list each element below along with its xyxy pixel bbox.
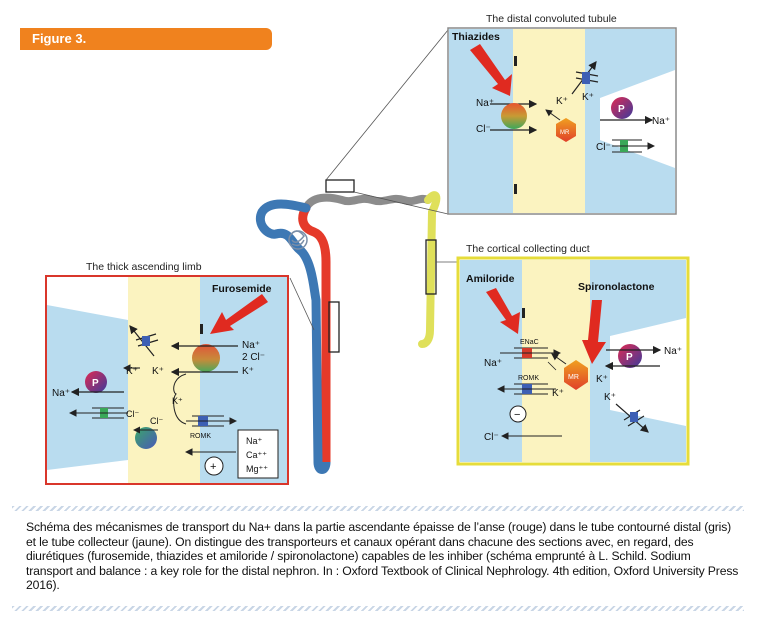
thick-2cl: 2 Cl⁻ [242,352,265,363]
thick-k: K⁺ [242,366,254,377]
divider-bottom [12,606,744,611]
thick-box-mg: Mg⁺⁺ [246,464,268,474]
collecting-drug2-label: Spironolactone [578,281,655,293]
distal-mr [556,118,576,142]
panel-distal: The distal convoluted tubule Thiazides N… [447,13,677,215]
thick-romk-channel [186,415,238,427]
distal-k1: K⁺ [556,96,568,107]
distal-mr-label: MR [560,130,570,136]
distal-pump [611,97,633,119]
panel-thick: The thick ascending limb Furosemide Na⁺ … [45,261,289,485]
distal-drug-arrow [470,44,512,96]
thick-nkcc2-transporter [192,344,220,372]
collecting-na-out: Na⁺ [664,346,682,357]
marker-thick [328,301,340,353]
thick-cl-out: Cl⁻ [126,409,139,419]
collecting-drug1-label: Amiloride [466,273,515,285]
collecting-drug2-arrow [582,300,606,364]
collecting-enac-label: ENaC [520,339,539,346]
distal-cl: Cl⁻ [476,124,491,135]
thick-na-out: Na⁺ [52,388,70,399]
thick-box-ca: Ca⁺⁺ [246,450,267,460]
glomerulus [288,230,308,250]
thick-k-romk: K⁺ [172,396,183,406]
thick-cl-lower: Cl⁻ [150,416,163,426]
thick-romk-label: ROMK [190,433,211,440]
collecting-romk-label: ROMK [518,375,539,382]
thick-box-na: Na⁺ [246,436,263,446]
distal-cl-channel [612,139,656,153]
distal-k2: K⁺ [582,92,594,103]
thick-k-channel [129,325,159,357]
collecting-title: The cortical collecting duct [466,243,590,255]
distal-na-out: Na⁺ [652,116,670,127]
collecting-drug1-arrow [486,288,520,334]
collecting-enac-channel [500,347,562,359]
thick-kcc-transporter [135,427,157,449]
distal-k-channel [571,61,599,95]
collecting-mr [564,360,588,390]
distal-tubule [302,193,432,212]
thick-plus: + [210,461,216,473]
collecting-pump-label: P [626,352,633,363]
thick-drug-arrow [210,294,268,334]
distal-cl-out: Cl⁻ [596,142,611,153]
collecting-na: Na⁺ [484,358,502,369]
distal-drug-label: Thiazides [452,31,500,43]
nephron-schematic [256,29,458,474]
marker-distal [325,179,355,193]
panel-collecting: The cortical collecting duct Amiloride S… [456,243,690,466]
thick-ascending-limb-red [298,203,331,467]
collecting-minus-circle [509,405,527,423]
distal-ncc-transporter [501,103,527,129]
collecting-k-low: K⁺ [604,392,616,403]
divider-top [12,506,744,511]
thick-title: The thick ascending limb [86,261,202,273]
thick-cl-channel [68,407,128,419]
loop-bottom [313,461,331,474]
descending-limb-blue [256,199,323,467]
figure-label: Figure 3. [32,31,87,46]
figure-caption: Schéma des mécanismes de transport du Na… [26,520,739,593]
collecting-k-mid: K⁺ [596,374,608,385]
collecting-duct [418,191,441,348]
thick-pump [85,371,107,393]
marker-collecting [425,239,437,295]
collecting-cl: Cl⁻ [484,432,499,443]
thick-pump-label: P [92,378,99,389]
collecting-k-channel [615,403,649,433]
collecting-minus: − [514,409,520,421]
collecting-romk-channel [496,383,556,395]
thick-k-mid: K⁺ [152,366,164,377]
thick-na: Na⁺ [242,340,260,351]
thick-cation-box [237,429,279,479]
nephron-diagram: The distal convoluted tubule Thiazides N… [45,13,690,485]
collecting-k: K⁺ [552,388,564,399]
thick-drug-label: Furosemide [212,283,272,295]
distal-title: The distal convoluted tubule [486,13,617,25]
thick-k-left: K⁺ [126,366,138,377]
collecting-mr-label: MR [568,374,579,381]
distal-na: Na⁺ [476,98,494,109]
figure-label-tag: Figure 3. [20,28,272,50]
distal-pump-label: P [618,104,625,115]
thick-plus-circle [204,456,224,476]
